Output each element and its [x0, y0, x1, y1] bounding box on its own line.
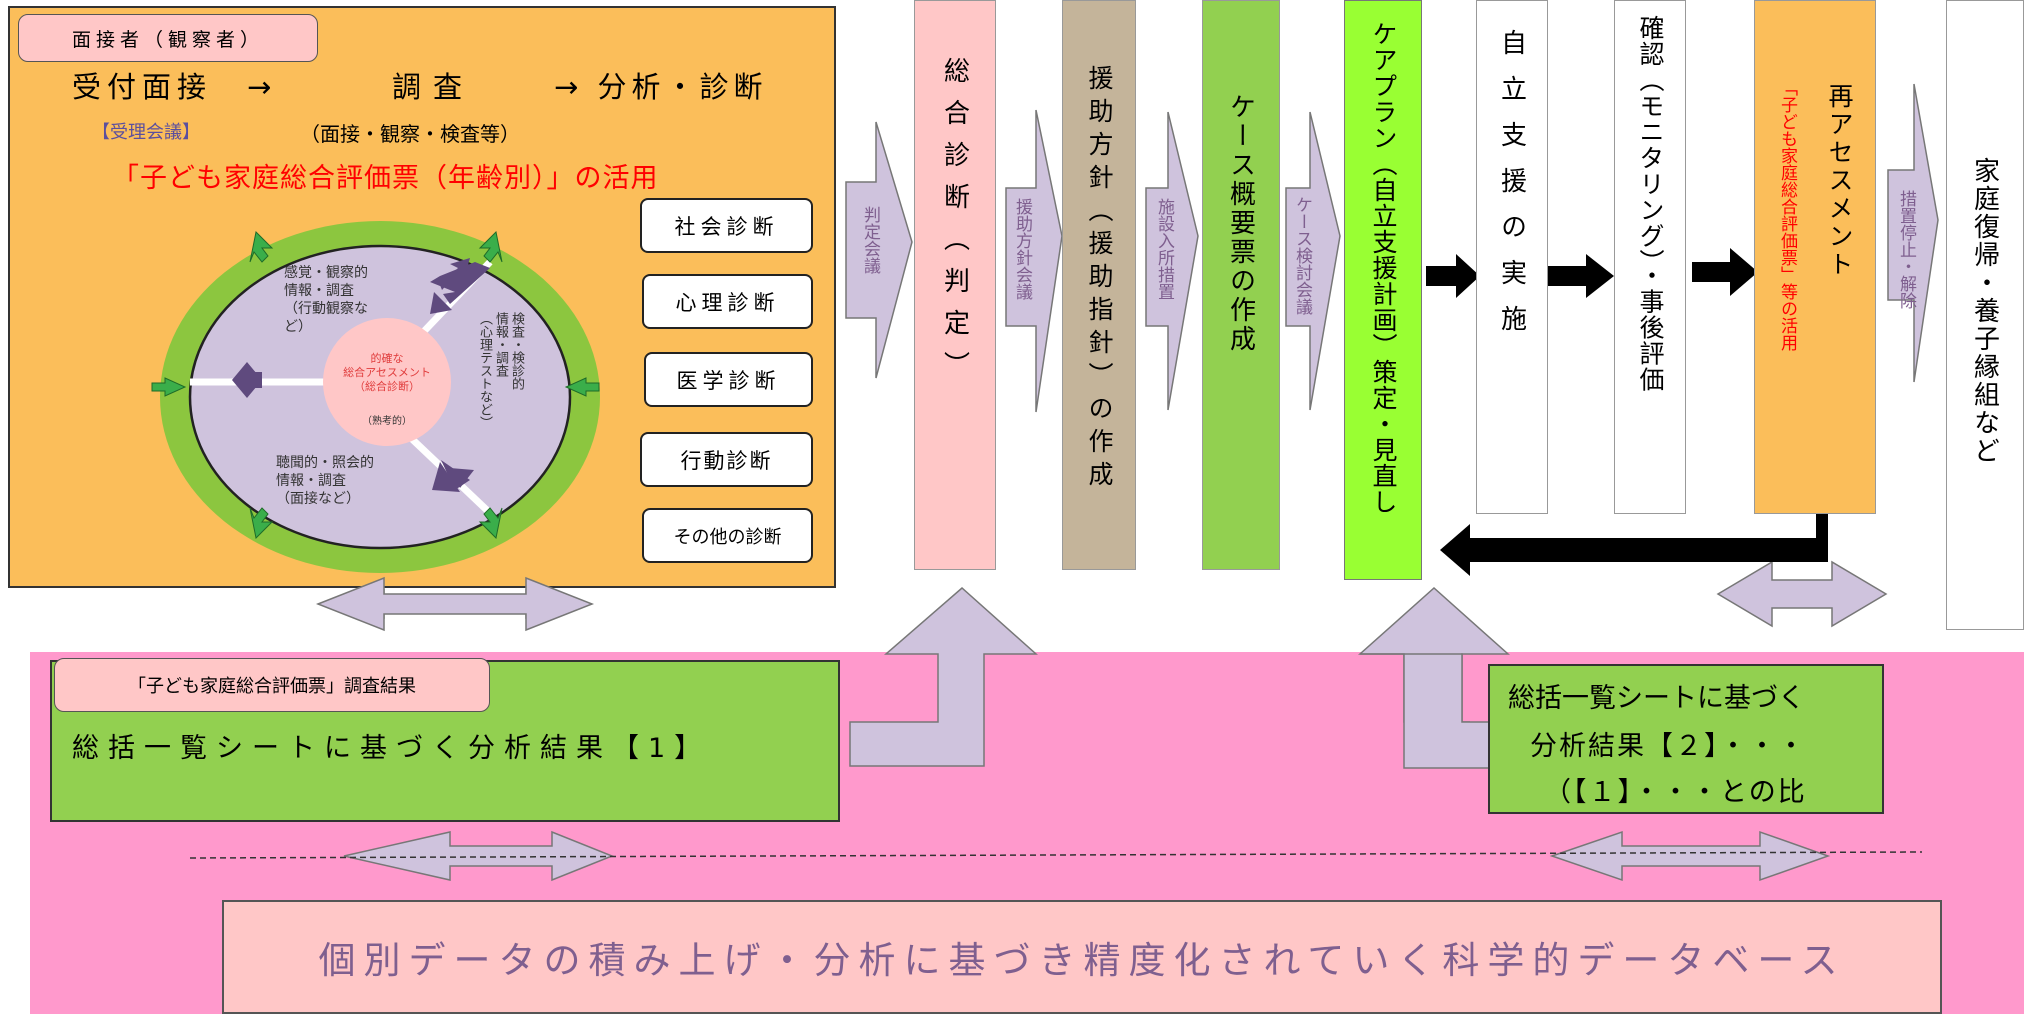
diagnosis-other: その他の診断: [642, 508, 813, 563]
ellipse-lower-text: 聴聞的・照会的 情報・調査 （面接など）: [276, 455, 374, 507]
connector-judgment-meeting: 判定会議: [860, 206, 880, 274]
analysis-result-2-line3: （【１】・・・との比: [1544, 777, 1807, 808]
reassessment-label: 再アセスメント: [1825, 83, 1854, 279]
evaluation-sheet-title: 「子ども家庭総合評価票（年齢別）」の活用: [112, 163, 659, 194]
diagnosis-behavioral: 行動診断: [640, 432, 813, 487]
flow-text-start: 受付面接 →: [72, 70, 278, 104]
step-case-summary: ケース概要票の作成: [1202, 0, 1280, 570]
methods-label: （面接・観察・検査等）: [300, 122, 520, 146]
flow-text-end: → 分析・診断: [554, 70, 768, 104]
ellipse-center-note: （熟考的）: [362, 416, 412, 427]
diagnosis-medical: 医学診断: [644, 352, 813, 407]
ellipse-center-text: 的確な 総合アセスメント （総合診断）: [343, 352, 431, 393]
interviewer-tag: 面接者（観察者）: [18, 14, 318, 62]
analysis-result-2-line1: 総括一覧シートに基づく: [1508, 683, 1805, 714]
step-monitoring: 確認（モニタリング）・事後評価: [1614, 0, 1686, 514]
step-family-reunification: 家庭復帰・養子縁組など: [1946, 0, 2024, 630]
intake-meeting-label: 【受理会議】: [92, 122, 200, 143]
step-care-plan: ケアプラン（自立支援計画）策定・見直し: [1344, 0, 1422, 580]
step-reassessment: 再アセスメント 「子ども家庭総合評価票」等の活用: [1754, 0, 1876, 514]
diagnosis-psychological: 心理診断: [642, 274, 813, 329]
connector-admission: 施設入所措置: [1154, 198, 1174, 300]
reassessment-note: 「子ども家庭総合評価票」等の活用: [1777, 79, 1797, 351]
analysis-result-1-text: 総括一覧シートに基づく分析結果【1】: [72, 733, 711, 764]
step-comprehensive-diagnosis: 総合診断（判定）: [914, 0, 996, 570]
flow-text-mid: 調査: [392, 70, 475, 104]
connector-suspension: 措置停止・解除: [1896, 190, 1916, 309]
step-independent-support: 自立支援の実施: [1476, 0, 1548, 514]
ellipse-right-text: 検査・検診的 情報・調査 （心理テストなど）: [477, 312, 524, 429]
evaluation-result-tag: 「子ども家庭総合評価票」調査結果: [54, 658, 490, 712]
scientific-database: 個別データの積み上げ・分析に基づき精度化されていく科学的データベース: [222, 900, 1942, 1014]
analysis-result-2-line2: 分析結果【２】・・・: [1530, 731, 1807, 762]
ellipse-sensory-text: 感覚・観察的 情報・調査 （行動観察な ど）: [284, 265, 368, 335]
step-support-policy: 援助方針（援助指針）の作成: [1062, 0, 1136, 570]
connector-case-meeting: ケース検討会議: [1292, 196, 1312, 315]
connector-policy-meeting: 援助方針会議: [1012, 198, 1032, 300]
analysis-result-2: 総括一覧シートに基づく 分析結果【２】・・・ （【１】・・・との比: [1488, 664, 1884, 814]
diagnosis-social: 社会診断: [640, 198, 813, 253]
